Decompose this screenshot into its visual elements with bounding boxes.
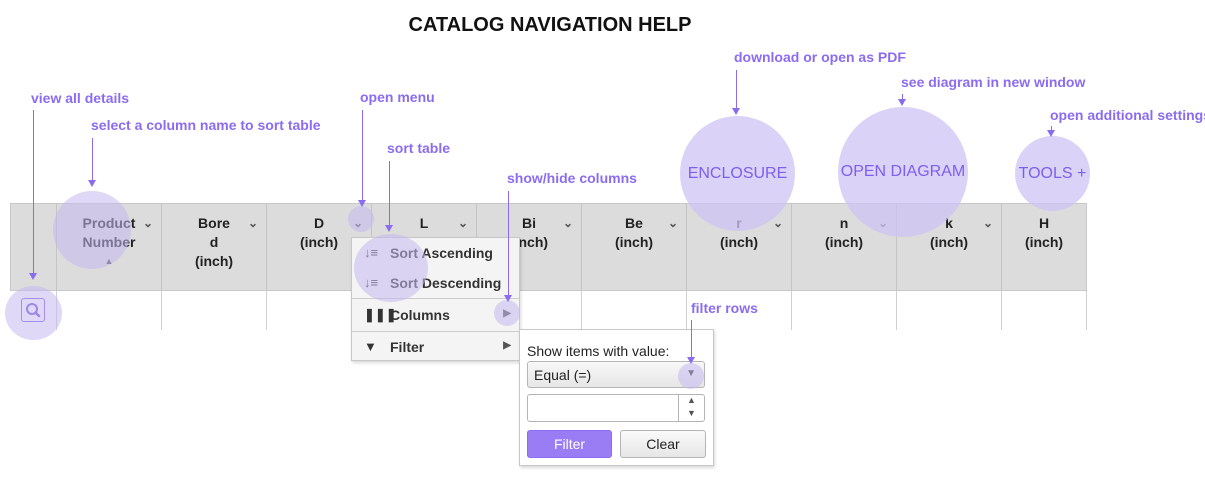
highlight-circle — [494, 300, 520, 326]
arrow-head — [88, 180, 96, 187]
column-label-line2: (inch) — [929, 234, 969, 250]
filter-panel: Show items with value: Equal (=) ▼ ▲ ▼ F… — [519, 329, 714, 466]
row-cell — [162, 291, 267, 330]
column-header-h[interactable]: H (inch) — [1002, 204, 1086, 292]
annotation-see-diagram: see diagram in new window — [901, 74, 1086, 90]
number-stepper[interactable]: ▲ ▼ — [678, 395, 704, 421]
row-cell — [582, 291, 687, 330]
column-label-line2: (inch) — [614, 234, 654, 250]
filter-operator-select[interactable]: Equal (=) ▼ — [527, 361, 705, 388]
annotation-open-menu: open menu — [360, 89, 435, 105]
arrow-head — [1047, 130, 1055, 137]
annotation-download-pdf: download or open as PDF — [734, 49, 906, 65]
column-label-line2: (inch) — [719, 234, 759, 250]
filter-label: Show items with value: — [527, 343, 670, 359]
arrow-head — [385, 225, 393, 232]
column-label-line2: (inch) — [1024, 234, 1064, 250]
chevron-down-icon[interactable]: ⌄ — [562, 216, 573, 230]
arrow-head — [358, 200, 366, 207]
chevron-down-icon[interactable]: ⌄ — [772, 216, 783, 230]
column-header-bore[interactable]: Bore d (inch) ⌄ — [162, 204, 267, 292]
arrow-line — [1051, 126, 1052, 131]
menu-item-filter[interactable]: ▼ Filter ▶ — [352, 332, 519, 362]
highlight-circle — [678, 363, 704, 389]
arrow-line — [389, 161, 390, 225]
arrow-line — [691, 320, 692, 358]
clear-button[interactable]: Clear — [620, 430, 706, 458]
highlight-circle — [53, 191, 131, 269]
column-label-line1: Be — [625, 215, 643, 231]
submenu-arrow-icon: ▶ — [503, 340, 511, 351]
divider — [352, 331, 519, 332]
column-label-line2: d — [209, 234, 219, 250]
row-cell — [477, 291, 582, 330]
arrow-line — [902, 94, 903, 100]
row-cell — [792, 291, 897, 330]
arrow-head — [504, 295, 512, 302]
column-label-line1: Bi — [522, 215, 536, 231]
columns-icon: ❚❚❚ — [364, 307, 397, 322]
chevron-down-icon[interactable]: ⌄ — [457, 216, 468, 230]
stepper-down-icon[interactable]: ▼ — [687, 408, 696, 418]
annotation-sort-table: sort table — [387, 140, 451, 156]
column-label-line1: H — [1038, 215, 1050, 231]
column-label-line3: (inch) — [194, 253, 234, 269]
arrow-head — [898, 99, 906, 106]
annotation-additional-settings: open additional settings — [1050, 107, 1205, 123]
row-cell — [687, 291, 792, 330]
highlight-circle — [354, 234, 428, 302]
column-header-be[interactable]: Be (inch) ⌄ — [582, 204, 687, 292]
arrow-head — [29, 273, 37, 280]
chevron-down-icon[interactable]: ⌄ — [667, 216, 678, 230]
arrow-head — [687, 357, 695, 364]
menu-item-label: Filter — [390, 339, 425, 355]
annotation-show-hide-columns: show/hide columns — [507, 170, 637, 186]
table-row — [10, 0, 1087, 1]
annotation-select-column: select a column name to sort table — [91, 117, 321, 133]
column-label-line1: n — [839, 215, 849, 231]
divider — [352, 298, 519, 299]
column-header-k[interactable]: k (inch) ⌄ — [897, 204, 1002, 292]
column-label-line1: L — [419, 215, 429, 231]
filter-value-input[interactable]: ▲ ▼ — [527, 394, 705, 422]
arrow-line — [508, 191, 509, 295]
chevron-down-icon[interactable]: ⌄ — [982, 216, 993, 230]
row-cell — [1002, 291, 1087, 330]
chevron-down-icon[interactable]: ⌄ — [142, 216, 153, 230]
filter-operator-value: Equal (=) — [534, 367, 592, 383]
highlight-circle — [348, 206, 374, 232]
column-label-line2: (inch) — [299, 234, 339, 250]
arrow-line — [33, 110, 34, 273]
filter-icon: ▼ — [364, 339, 377, 354]
annotation-filter-rows: filter rows — [691, 300, 758, 316]
arrow-head — [732, 108, 740, 115]
annotation-view-all-details: view all details — [31, 90, 130, 106]
arrow-line — [736, 70, 737, 110]
row-cell — [897, 291, 1002, 330]
enclosure-button[interactable]: ENCLOSURE — [680, 116, 795, 231]
chevron-down-icon[interactable]: ⌄ — [247, 216, 258, 230]
column-label-line1: D — [313, 215, 325, 231]
column-label-line1: Bore — [198, 215, 230, 231]
row-cell — [57, 291, 162, 330]
highlight-circle — [5, 286, 62, 340]
menu-item-label: Columns — [390, 307, 450, 323]
arrow-line — [92, 138, 93, 180]
column-label-line1: k — [945, 215, 953, 231]
stepper-up-icon[interactable]: ▲ — [687, 395, 696, 405]
arrow-line — [362, 110, 363, 200]
tools-button[interactable]: TOOLS + — [1015, 136, 1090, 211]
page-title: CATALOG NAVIGATION HELP — [408, 14, 692, 36]
filter-button[interactable]: Filter — [527, 430, 612, 458]
column-label-line2: (inch) — [824, 234, 864, 250]
open-diagram-button[interactable]: OPEN DIAGRAM — [838, 107, 968, 237]
